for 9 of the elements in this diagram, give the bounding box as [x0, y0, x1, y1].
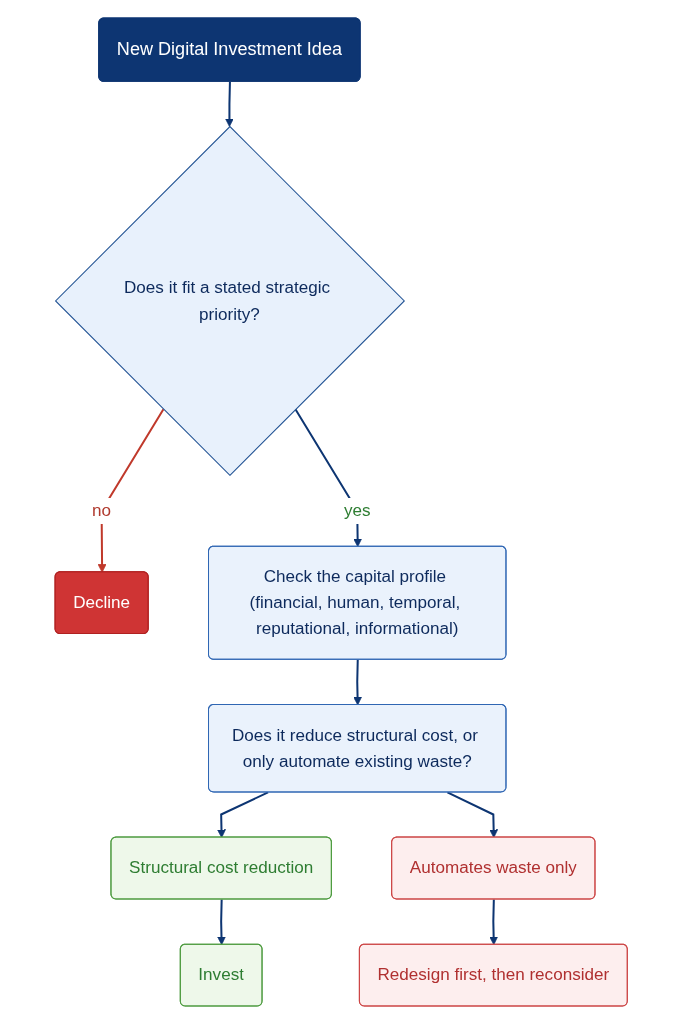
arrow [217, 791, 269, 838]
arrow [489, 899, 499, 946]
arrow [217, 899, 227, 946]
node-diamond: Does it fit a stated strategic priority? [55, 126, 406, 476]
edge-label: no [92, 500, 112, 521]
arrow [447, 791, 499, 838]
arrow [353, 659, 363, 706]
arrow [225, 81, 235, 127]
edge-label: yes [344, 500, 371, 521]
